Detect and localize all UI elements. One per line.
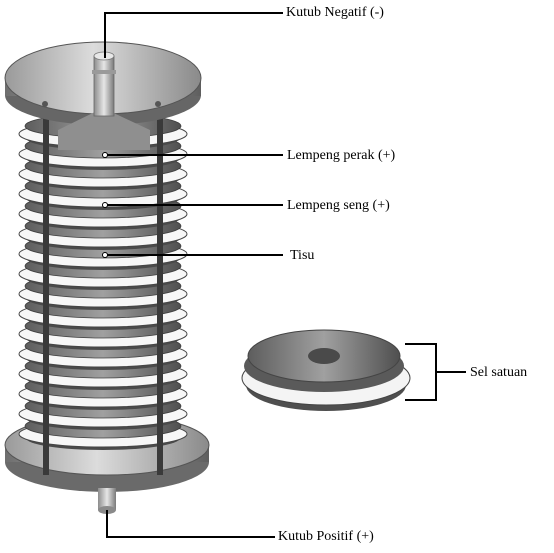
leader-dots — [102, 152, 108, 258]
top-plate — [4, 41, 202, 150]
support-rods — [43, 105, 163, 475]
rod-right — [157, 105, 163, 475]
unit-cell-illustration — [241, 329, 411, 411]
negative-terminal-post — [93, 55, 115, 117]
label-positive-terminal: Kutub Positif (+) — [278, 529, 374, 544]
label-tissue: Tisu — [290, 248, 315, 263]
bracket-unit-cell — [405, 343, 437, 401]
leader-negative-terminal — [104, 12, 283, 58]
label-zinc-plate: Lempeng seng (+) — [287, 198, 390, 213]
label-silver-plate: Lempeng perak (+) — [287, 148, 396, 163]
label-negative-terminal: Kutub Negatif (-) — [286, 5, 384, 20]
label-unit-cell: Sel satuan — [470, 365, 528, 380]
leader-positive-terminal — [106, 510, 275, 538]
positive-terminal-post — [98, 488, 116, 510]
leader-lines — [104, 12, 466, 538]
rod-left — [43, 105, 49, 475]
